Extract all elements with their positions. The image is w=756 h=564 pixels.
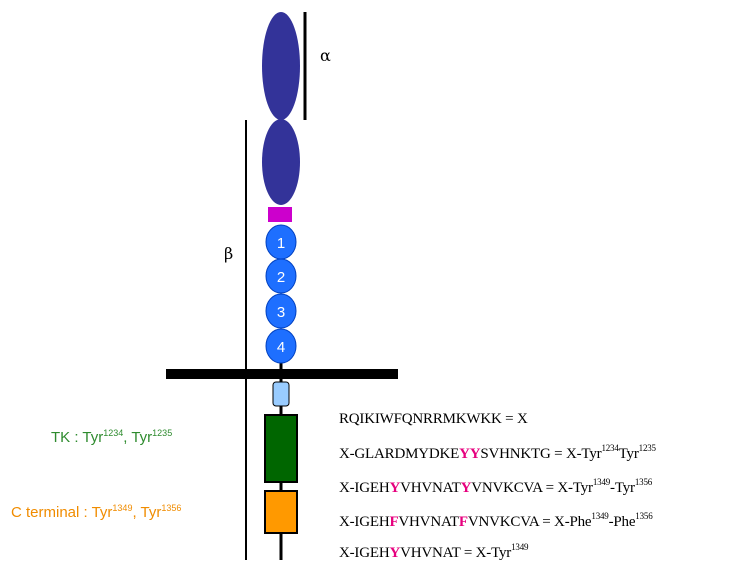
linker-box (268, 207, 292, 222)
fn-domain-4-label: 4 (277, 339, 285, 356)
cterm-region-label: C terminal : Tyr1349, Tyr1356 (11, 503, 182, 521)
sequence-line-2: X-GLARDMYDKEYYSVHNKTG = X-Tyr1234Tyr1235 (339, 443, 656, 462)
juxtamembrane-box (272, 381, 290, 407)
sequence-line-5: X-IGEHYVHVNAT = X-Tyr1349 (339, 542, 529, 561)
sequence-line-3: X-IGEHYVHVNATYVNVKCVA = X-Tyr1349-Tyr135… (339, 477, 653, 496)
beta-label: β (224, 244, 234, 263)
beta-extracellular-ellipse (262, 119, 300, 205)
fn-domain-4 (265, 328, 297, 364)
cell-membrane (166, 369, 398, 379)
fn-domain-2 (265, 258, 297, 294)
fn-domains: 1 2 3 4 (265, 224, 297, 364)
cterm-domain-box (264, 490, 298, 534)
sequence-line-1: RQIKIWFQNRRMKWKK = X (339, 411, 528, 427)
sequence-line-4: X-IGEHFVHVNATFVNVKCVA = X-Phe1349-Phe135… (339, 511, 653, 530)
tk-domain-box (264, 414, 298, 483)
fn-domain-2-label: 2 (277, 269, 285, 286)
alpha-subunit-ellipse (262, 12, 300, 120)
fn-domain-3-label: 3 (277, 304, 285, 321)
alpha-label: α (320, 46, 331, 65)
fn-domain-1-label: 1 (277, 235, 285, 252)
tk-region-label: TK : Tyr1234, Tyr1235 (51, 428, 173, 446)
fn-domain-3 (265, 293, 297, 329)
